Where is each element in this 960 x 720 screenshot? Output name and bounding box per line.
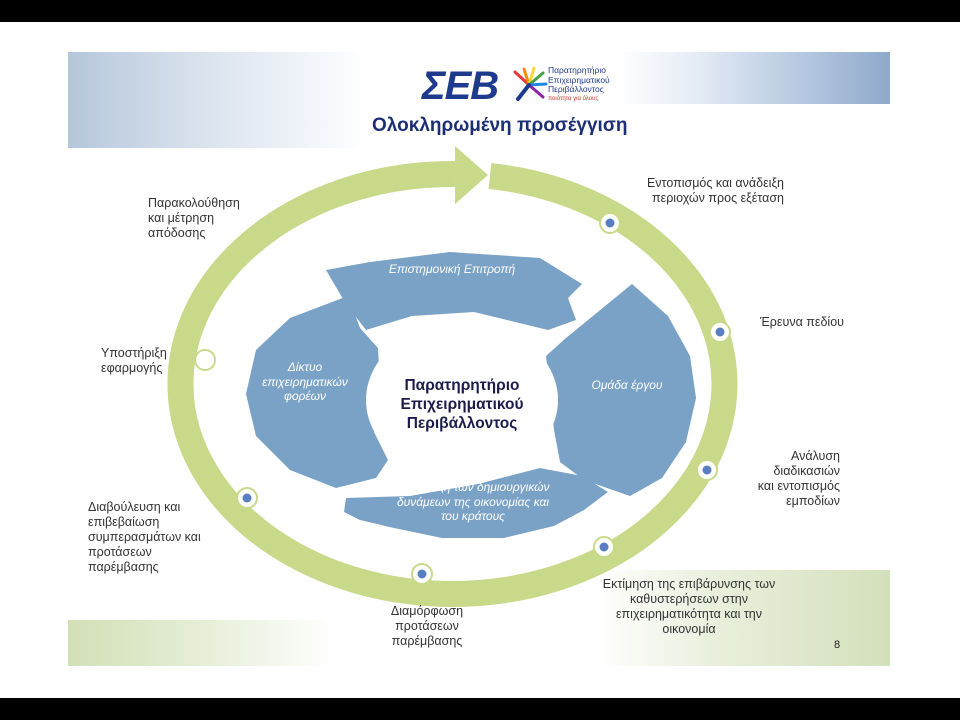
step-label-line: Διαμόρφωση — [390, 604, 464, 618]
logo-subtitle-line: Περιβάλλοντος — [548, 84, 604, 94]
step-label-line: Διαβούλευση και — [88, 500, 181, 514]
segment-bottom-label: Σύμπραξη των δημιουργικών δυνάμεων της ο… — [368, 480, 578, 524]
segment-label-line: δυνάμεων της οικονομίας και — [396, 494, 550, 509]
outer-ring — [167, 160, 738, 607]
cycle-node — [593, 536, 615, 558]
step-label-line: Υποστήριξη — [101, 346, 167, 360]
center-label: Παρατηρητήριο Επιχειρηματικού Περιβάλλον… — [372, 376, 552, 433]
cycle-diagram — [167, 146, 738, 607]
footer-photo-right — [598, 570, 890, 666]
step-label: Παρακολούθηση και μέτρηση απόδοσης — [148, 196, 240, 241]
step-label: Υποστήριξη εφαρμογής — [101, 346, 167, 376]
step-label-line: συμπερασμάτων και — [88, 530, 201, 544]
cycle-node — [709, 321, 731, 343]
step-label-line: Εκτίμηση της επιβάρυνσης των — [602, 577, 776, 591]
ring-arrow-head — [455, 146, 488, 204]
center-label-line: Παρατηρητήριο — [404, 377, 520, 394]
step-label-line: παρέμβασης — [88, 560, 159, 574]
page-number: 8 — [834, 639, 841, 651]
center-ellipse — [366, 322, 558, 478]
center-label-line: Περιβάλλοντος — [406, 415, 518, 432]
segment-left — [246, 296, 388, 488]
step-label-line: προτάσεων — [395, 619, 459, 633]
segment-top-label: Επιστημονική Επιτροπή — [362, 262, 542, 277]
segment-label-line: Σύμπραξη των δημιουργικών — [396, 480, 550, 494]
step-label-line: διαδικασιών — [773, 464, 840, 478]
footer-photo-left — [68, 620, 333, 666]
segment-label-line: Δίκτυο — [287, 360, 323, 374]
cycle-node — [411, 563, 433, 585]
cycle-node — [236, 487, 258, 509]
step-label-line: και μέτρηση — [148, 211, 215, 225]
segment-left-label: Δίκτυο επιχειρηματικών φορέων — [250, 360, 360, 404]
slide: ΣΕΒ Παρατηρητήριο Επιχειρηματικού Περιβά… — [0, 22, 960, 698]
step-label-line: καθυστερήσεων στην — [629, 592, 749, 606]
step-label-line: εφαρμογής — [101, 361, 163, 375]
step-label-line: Έρευνα πεδίου — [760, 315, 844, 329]
logo-subtitle: Παρατηρητήριο Επιχειρηματικού Περιβάλλον… — [548, 65, 610, 104]
step-label: Διαμόρφωση προτάσεων παρέμβασης — [367, 604, 487, 649]
segment-top — [326, 252, 582, 330]
step-label: Εντοπισμός και ανάδειξη περιοχών προς εξ… — [604, 176, 784, 206]
step-label-line: Εντοπισμός και ανάδειξη — [646, 176, 784, 190]
segment-bottom — [344, 468, 608, 538]
step-label-line: περιοχών προς εξέταση — [652, 191, 784, 205]
segment-label-line: φορέων — [284, 389, 326, 403]
step-label-line: επιχειρηματικότητα και την — [615, 607, 763, 621]
step-label-line: απόδοσης — [148, 226, 206, 240]
step-label-line: και εντοπισμός — [757, 479, 840, 493]
segment-right — [546, 284, 696, 496]
step-label-line: παρέμβασης — [391, 634, 463, 648]
step-label: Έρευνα πεδίου — [760, 315, 844, 330]
page-title: Ολοκληρωμένη προσέγγιση — [372, 115, 628, 136]
segment-label-line: Ομάδα έργου — [591, 378, 663, 392]
logo-subtitle-line: Επιχειρηματικού — [548, 74, 610, 85]
step-label-line: Ανάλυση — [790, 449, 840, 463]
cycle-node — [194, 349, 216, 371]
center-label-line: Επιχειρηματικού — [400, 396, 524, 413]
step-label-line: Παρακολούθηση — [148, 196, 240, 210]
segment-right-label: Ομάδα έργου — [572, 378, 682, 393]
step-label-line: προτάσεων — [88, 545, 152, 559]
step-label: Διαβούλευση και επιβεβαίωση συμπερασμάτω… — [88, 500, 201, 575]
segment-label-line: επιχειρηματικών — [262, 374, 348, 389]
step-label-line: οικονομία — [662, 622, 716, 636]
logo-burst-icon — [513, 66, 548, 101]
step-label-line: εμποδίων — [786, 494, 840, 508]
cycle-node — [696, 459, 718, 481]
step-label: Εκτίμηση της επιβάρυνσης των καθυστερήσε… — [574, 577, 804, 637]
step-label: Ανάλυση διαδικασιών και εντοπισμός εμποδ… — [720, 449, 840, 509]
header-photo-left — [68, 52, 366, 148]
cycle-node — [599, 212, 621, 234]
logo-tagline: ποιότητα για όλους — [548, 95, 599, 102]
logo-text: ΣΕΒ — [422, 64, 499, 108]
logo-subtitle-line: Παρατηρητήριο — [548, 65, 606, 75]
step-label-line: επιβεβαίωση — [88, 515, 160, 529]
segment-label-line: του κράτους — [440, 509, 506, 523]
segment-label-line: Επιστημονική Επιτροπή — [388, 262, 516, 276]
header-photo-right — [618, 52, 890, 104]
